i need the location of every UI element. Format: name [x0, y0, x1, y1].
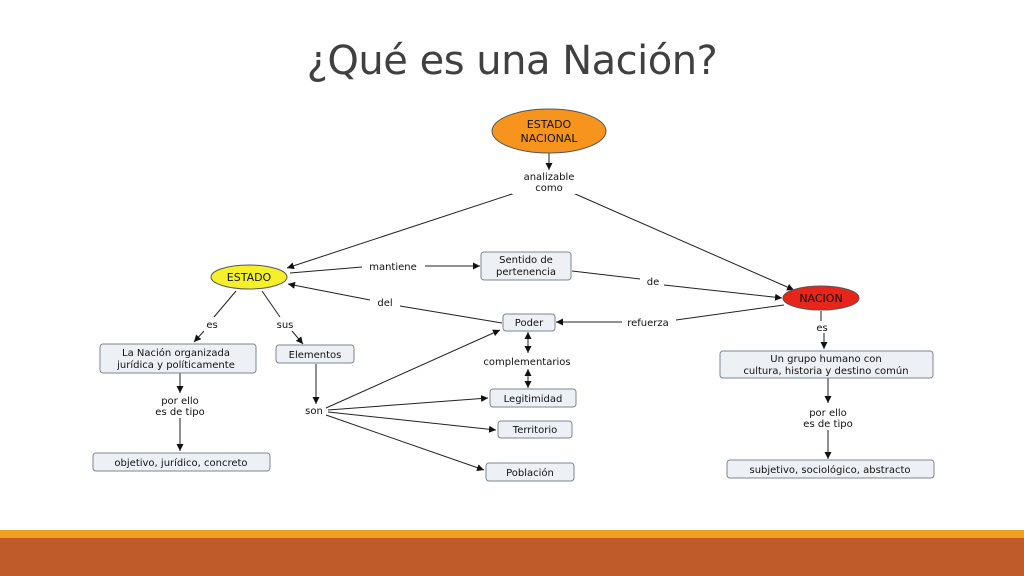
label-analizable: analizable — [524, 172, 575, 183]
label-por-ello-left: por ello — [161, 396, 199, 407]
label-sus: sus — [277, 320, 294, 331]
svg-text:cultura, historia y destino co: cultura, historia y destino común — [743, 365, 908, 377]
svg-text:NACIONAL: NACIONAL — [520, 132, 578, 145]
edge-estado-sus — [261, 290, 281, 318]
node-grupo-humano: Un grupo humano con cultura, historia y … — [719, 350, 934, 379]
edge-de-nacion — [663, 284, 783, 301]
svg-text:pertenencia: pertenencia — [496, 267, 556, 278]
node-legitimidad: Legitimidad — [489, 388, 577, 408]
edge-poder-del — [399, 305, 503, 324]
svg-text:ESTADO: ESTADO — [227, 271, 272, 284]
node-territorio: Territorio — [497, 420, 573, 439]
label-del: del — [377, 298, 392, 309]
edge-son-poder — [325, 329, 501, 409]
label-es-de-tipo-right: es de tipo — [803, 419, 852, 430]
edge-son-poblacion — [325, 414, 485, 472]
edge-estado-es — [213, 290, 237, 318]
label-son: son — [305, 406, 323, 417]
svg-text:Poder: Poder — [515, 318, 544, 329]
edge-son-territorio — [327, 411, 497, 433]
svg-text:Población: Población — [506, 467, 554, 479]
svg-text:NACION: NACION — [799, 292, 842, 305]
node-objetivo: objetivo, jurídico, concreto — [92, 452, 271, 472]
label-mantiene: mantiene — [369, 262, 417, 273]
footer-bar — [0, 538, 1024, 576]
node-elementos: Elementos — [275, 344, 355, 364]
label-de: de — [647, 277, 660, 288]
node-subjetivo: subjetivo, sociológico, abstracto — [726, 459, 935, 479]
svg-text:Elementos: Elementos — [289, 350, 342, 361]
node-nacion-organizada: La Nación organizada jurídica y política… — [99, 343, 257, 374]
label-es-right: es — [816, 323, 827, 334]
edge-sus-elementos — [291, 330, 304, 345]
link-labels: analizable como mantiene de del refuerza… — [155, 170, 853, 430]
svg-text:ESTADO: ESTADO — [527, 118, 572, 131]
label-refuerza: refuerza — [627, 318, 669, 329]
label-es-de-tipo-left: es de tipo — [155, 407, 204, 418]
label-complementarios: complementarios — [483, 357, 570, 368]
svg-text:objetivo, jurídico, concreto: objetivo, jurídico, concreto — [114, 457, 247, 469]
edge-analizable-estado — [286, 192, 516, 270]
label-por-ello-right: por ello — [809, 408, 847, 419]
node-sentido-de-pertenencia: Sentido de pertenencia — [480, 251, 572, 281]
label-como: como — [535, 183, 562, 194]
edge-es-nacion-organizada — [193, 330, 205, 343]
svg-text:jurídica y políticamente: jurídica y políticamente — [116, 359, 235, 371]
slide-title: ¿Qué es una Nación? — [306, 38, 718, 84]
svg-text:subjetivo, sociológico, abstra: subjetivo, sociológico, abstracto — [749, 464, 910, 476]
edge-sentido-de — [571, 270, 641, 280]
node-poder: Poder — [502, 313, 556, 332]
node-estado-nacional: ESTADO NACIONAL — [491, 108, 607, 154]
svg-text:Legitimidad: Legitimidad — [504, 394, 563, 405]
footer-accent-stripe — [0, 530, 1024, 538]
svg-text:Territorio: Territorio — [512, 425, 557, 436]
svg-text:Un grupo humano con: Un grupo humano con — [770, 354, 881, 365]
edge-analizable-nacion — [572, 192, 795, 291]
edge-del-estado — [287, 281, 371, 301]
node-nacion: NACION — [782, 285, 860, 311]
edge-son-legitimidad — [327, 395, 489, 411]
edge-estado-mantiene — [289, 266, 363, 274]
node-poblacion: Población — [485, 462, 575, 482]
svg-text:Sentido de: Sentido de — [499, 255, 553, 266]
node-estado: ESTADO — [210, 264, 288, 290]
edge-nacion-refuerza — [675, 304, 785, 321]
label-es-left: es — [206, 320, 217, 331]
svg-text:La Nación organizada: La Nación organizada — [122, 347, 230, 359]
edges — [176, 152, 832, 472]
